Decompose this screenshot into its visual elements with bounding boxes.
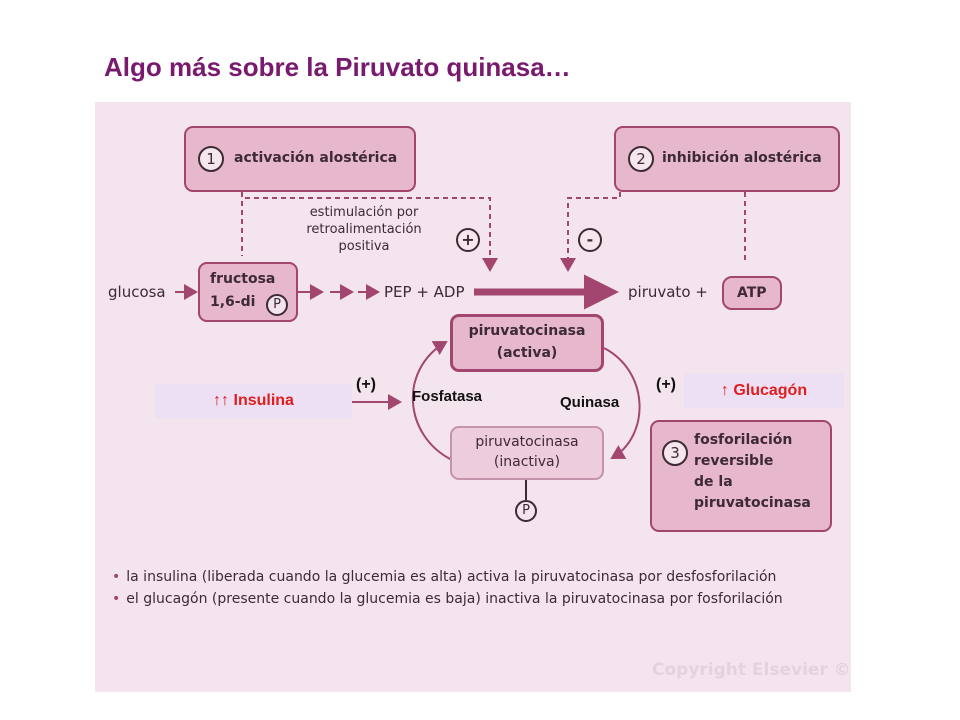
enzyme-inactive-box: piruvatocinasa (inactiva) — [450, 426, 604, 480]
plus-sign: + — [456, 228, 480, 252]
atp-label: ATP — [737, 285, 767, 301]
pep-adp-label: PEP + ADP — [384, 283, 465, 301]
slide-title: Algo más sobre la Piruvato quinasa… — [104, 52, 571, 82]
step-number-2: 2 — [628, 146, 654, 172]
fosfatasa-label: Fosfatasa — [412, 388, 483, 405]
cycle-right-arrow — [603, 347, 641, 460]
fructosa-box: fructosa 1,6-di P — [198, 262, 298, 322]
box-reversible-phosphorylation: 3 fosforilación reversible de la piruvat… — [650, 420, 832, 532]
feedback-note-line-3: positiva — [338, 239, 390, 254]
enzyme-active-line-1: piruvatocinasa — [468, 323, 586, 339]
plus-right-label: (+) — [656, 376, 676, 393]
piruvato-label: piruvato + — [628, 283, 708, 301]
enzyme-active-line-2: (activa) — [496, 345, 558, 361]
glucagon-label: ↑ Glucagón — [684, 374, 844, 408]
box1-label: activación alostérica — [234, 150, 398, 166]
atp-box: ATP — [722, 276, 782, 310]
step-number-1: 1 — [198, 146, 224, 172]
bullet-insulina: la insulina (liberada cuando la glucemia… — [112, 566, 783, 588]
cycle-left-arrow — [412, 340, 453, 461]
enzyme-phosphate-tag: P — [515, 500, 537, 522]
copyright-watermark: Copyright Elsevier © — [652, 660, 851, 680]
box3-line-2: reversible — [694, 453, 774, 469]
fructosa-line-1: fructosa — [210, 271, 276, 287]
phosphate-tag: P — [266, 294, 288, 316]
dashed-inhibition-connector — [568, 192, 746, 270]
enzyme-active-box: piruvatocinasa (activa) — [450, 314, 604, 372]
box3-line-4: piruvatocinasa — [694, 495, 811, 511]
dashed-stimulation-connector — [241, 192, 490, 270]
feedback-note: estimulación por retroalimentación posit… — [294, 204, 434, 255]
box3-line-3: de la — [694, 474, 733, 490]
bullet-glucagon: el glucagón (presente cuando la glucemia… — [112, 588, 782, 610]
box-allosteric-inhibition: 2 inhibición alostérica — [614, 126, 840, 192]
bullet-list: la insulina (liberada cuando la glucemia… — [112, 566, 783, 610]
box3-text: fosforilación reversible de la piruvatoc… — [694, 430, 811, 514]
feedback-note-line-1: estimulación por — [309, 205, 419, 220]
box3-line-1: fosforilación — [694, 432, 793, 448]
box2-label: inhibición alostérica — [662, 150, 822, 166]
minus-sign: - — [578, 228, 602, 252]
fructosa-line-2: 1,6-di — [210, 294, 256, 310]
plus-left-label: (+) — [356, 376, 376, 393]
enzyme-inactive-line-1: piruvatocinasa — [475, 434, 579, 450]
box-allosteric-activation: 1 activación alostérica — [184, 126, 416, 192]
feedback-note-line-2: retroalimentación — [306, 222, 422, 237]
glucosa-label: glucosa — [108, 283, 166, 301]
insulina-label: ↑↑ Insulina — [155, 384, 352, 418]
enzyme-inactive-line-2: (inactiva) — [493, 454, 561, 470]
step-number-3: 3 — [662, 440, 688, 466]
quinasa-label: Quinasa — [560, 394, 620, 411]
